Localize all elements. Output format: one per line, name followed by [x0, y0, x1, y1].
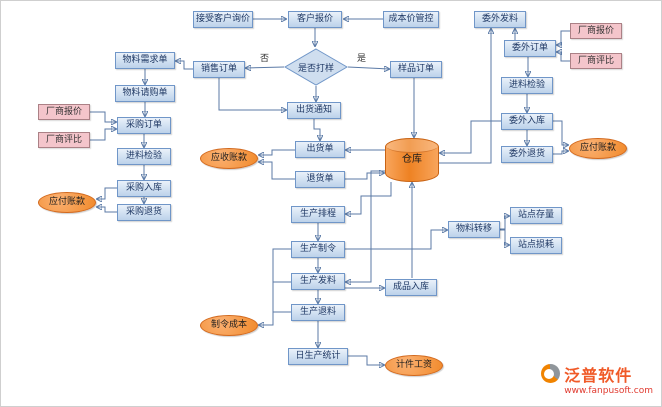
- fanpu-logo-text: 泛普软件 www.fanpusoft.com: [564, 362, 653, 396]
- node-production-return: 生产退料: [291, 304, 345, 321]
- node-piece-wage: 计件工资: [385, 355, 443, 376]
- node-incoming-inspect-right: 进料检验: [501, 77, 553, 94]
- node-production-issue: 生产发料: [291, 273, 345, 290]
- node-sales-order: 销售订单: [193, 61, 245, 78]
- node-payable-right: 应付账款: [569, 138, 627, 159]
- node-purchase-order: 采购订单: [117, 117, 171, 134]
- node-vendor-quote-right: 厂商报价: [570, 23, 622, 39]
- sample-decision-label: 是否打样: [297, 63, 334, 74]
- node-payable-left: 应付账款: [38, 192, 96, 213]
- node-receivable: 应收账款: [200, 148, 258, 169]
- node-daily-production-stats: 日生产统计: [288, 348, 348, 365]
- node-ship-doc: 出货单: [295, 141, 345, 158]
- node-outsource-issue: 委外发料: [474, 11, 526, 28]
- node-material-transfer: 物料转移: [448, 221, 500, 238]
- node-purchase-in: 采购入库: [117, 180, 171, 197]
- node-vendor-compare-right: 厂商评比: [570, 53, 622, 69]
- node-vendor-quote-left: 厂商报价: [38, 104, 90, 120]
- node-outsource-order: 委外订单: [504, 40, 556, 57]
- node-station-loss: 站点损耗: [510, 237, 562, 254]
- node-accept-customer-inquiry: 接受客户询价: [193, 11, 253, 28]
- node-material-demand: 物料需求单: [115, 52, 175, 69]
- node-customer-quote: 客户报价: [288, 11, 342, 28]
- node-outsource-in: 委外入库: [501, 113, 553, 130]
- node-sample-decision: 是否打样: [284, 48, 348, 86]
- fanpu-logo-icon: [541, 364, 561, 383]
- node-finished-in: 成品入库: [385, 279, 437, 296]
- fanpu-logo: 泛普软件 www.fanpusoft.com: [541, 362, 653, 396]
- node-warehouse: 仓库: [385, 138, 439, 182]
- fanpu-logo-name: 泛普软件: [564, 366, 633, 385]
- branch-yes-label: 是: [357, 54, 367, 64]
- fanpu-logo-url: www.fanpusoft.com: [564, 386, 653, 396]
- node-outsource-return: 委外退货: [501, 146, 553, 163]
- branch-no-label: 否: [260, 54, 270, 64]
- node-purchase-return: 采购退货: [117, 204, 171, 221]
- node-incoming-inspect-left: 进料检验: [117, 148, 171, 165]
- node-order-cost: 制令成本: [200, 315, 258, 336]
- node-return-doc: 退货单: [295, 171, 345, 188]
- node-station-stock: 站点存量: [510, 207, 562, 224]
- node-production-order: 生产制令: [291, 241, 345, 258]
- node-ship-notice: 出货通知: [287, 102, 341, 119]
- node-sample-order: 样品订单: [390, 61, 442, 78]
- node-cost-price-control: 成本价管控: [383, 11, 439, 28]
- diamond-shape: [284, 48, 348, 86]
- node-production-schedule: 生产排程: [291, 206, 345, 223]
- node-material-request: 物料请购单: [115, 85, 175, 102]
- node-vendor-compare-left: 厂商评比: [38, 132, 90, 148]
